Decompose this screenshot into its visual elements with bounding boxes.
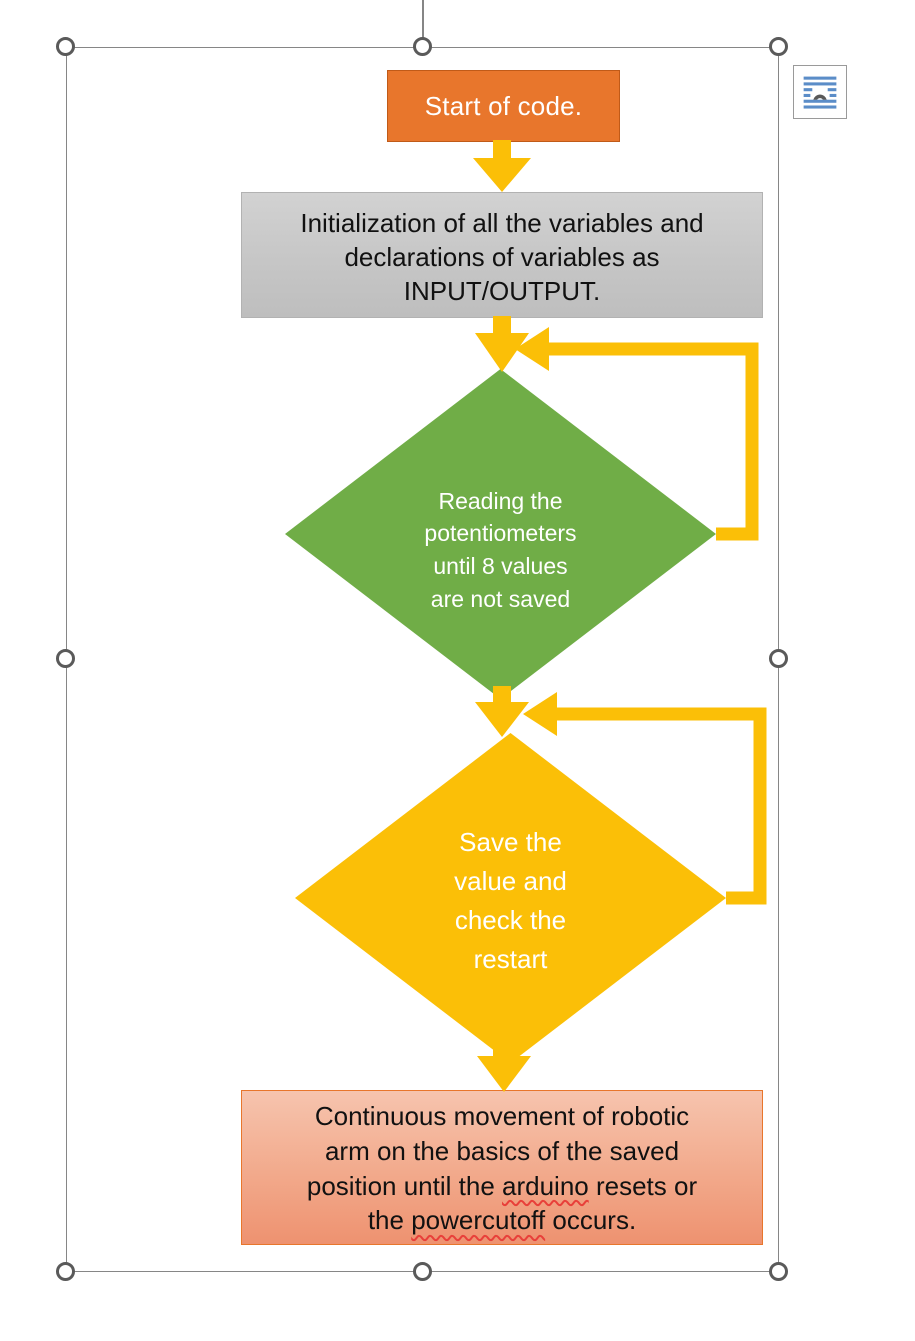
text-line: declarations of variables as xyxy=(344,241,660,272)
flow-node-read-label: Reading the potentiometers until 8 value… xyxy=(285,369,716,699)
selection-handle-top-center[interactable] xyxy=(413,37,432,56)
flow-node-save-label: Save the value and check the restart xyxy=(295,733,726,1063)
text-wrap-icon xyxy=(803,76,837,109)
text-line: check the xyxy=(454,905,567,935)
selection-handle-bottom-right[interactable] xyxy=(769,1262,788,1281)
arrow-init-to-read xyxy=(475,316,529,372)
text-segment: occurs. xyxy=(545,1205,637,1236)
text-line: potentiometers xyxy=(424,520,577,547)
text-line: Save the xyxy=(459,827,562,857)
flow-node-read-potentiometers[interactable]: Reading the potentiometers until 8 value… xyxy=(285,369,716,699)
text-segment: position until the xyxy=(306,1170,503,1201)
layout-options-icon[interactable] xyxy=(793,65,847,119)
text-segment: resets or xyxy=(588,1170,698,1201)
text-line: arm on the basics of the saved xyxy=(307,1134,697,1169)
loop-read-to-read xyxy=(515,327,759,541)
text-segment: Continuous movement of robotic xyxy=(314,1100,690,1131)
selection-handle-middle-left[interactable] xyxy=(56,649,75,668)
arrow-read-to-save xyxy=(475,686,529,737)
text-segment: the xyxy=(367,1205,412,1236)
flow-node-start-label: Start of code. xyxy=(424,90,583,121)
loop-save-to-save xyxy=(523,692,767,905)
text-line: INPUT/OUTPUT. xyxy=(403,276,601,307)
arrow-save-to-move xyxy=(477,1040,531,1092)
text-line: until 8 values xyxy=(433,553,568,579)
text-line: are not saved xyxy=(430,585,571,612)
flow-node-initialization[interactable]: Initialization of all the variables and … xyxy=(241,192,763,318)
flow-node-initialization-label: Initialization of all the variables and … xyxy=(300,206,703,309)
spellcheck-error-word: arduino xyxy=(502,1170,589,1201)
text-line: position until the arduino resets or xyxy=(307,1169,697,1204)
text-segment: arm on the basics of the saved xyxy=(324,1135,680,1166)
flow-node-continuous-movement-label: Continuous movement of robotic arm on the… xyxy=(307,1099,697,1238)
text-line: restart xyxy=(473,944,548,974)
flow-node-continuous-movement[interactable]: Continuous movement of robotic arm on the… xyxy=(241,1090,763,1245)
selection-handle-bottom-center[interactable] xyxy=(413,1262,432,1281)
text-line: Reading the xyxy=(438,487,563,514)
selection-handle-middle-right[interactable] xyxy=(769,649,788,668)
spellcheck-error-word: powercutoff xyxy=(411,1205,546,1236)
rotation-handle-stem xyxy=(422,0,424,47)
selection-handle-top-right[interactable] xyxy=(769,37,788,56)
text-line: value and xyxy=(454,866,567,896)
text-line: the powercutoff occurs. xyxy=(307,1203,697,1238)
arrow-start-to-init xyxy=(473,140,531,192)
text-line: Continuous movement of robotic xyxy=(307,1099,697,1134)
flow-node-save-and-check-restart[interactable]: Save the value and check the restart xyxy=(295,733,726,1063)
text-line: Initialization of all the variables and xyxy=(300,207,704,238)
selection-handle-top-left[interactable] xyxy=(56,37,75,56)
selection-handle-bottom-left[interactable] xyxy=(56,1262,75,1281)
